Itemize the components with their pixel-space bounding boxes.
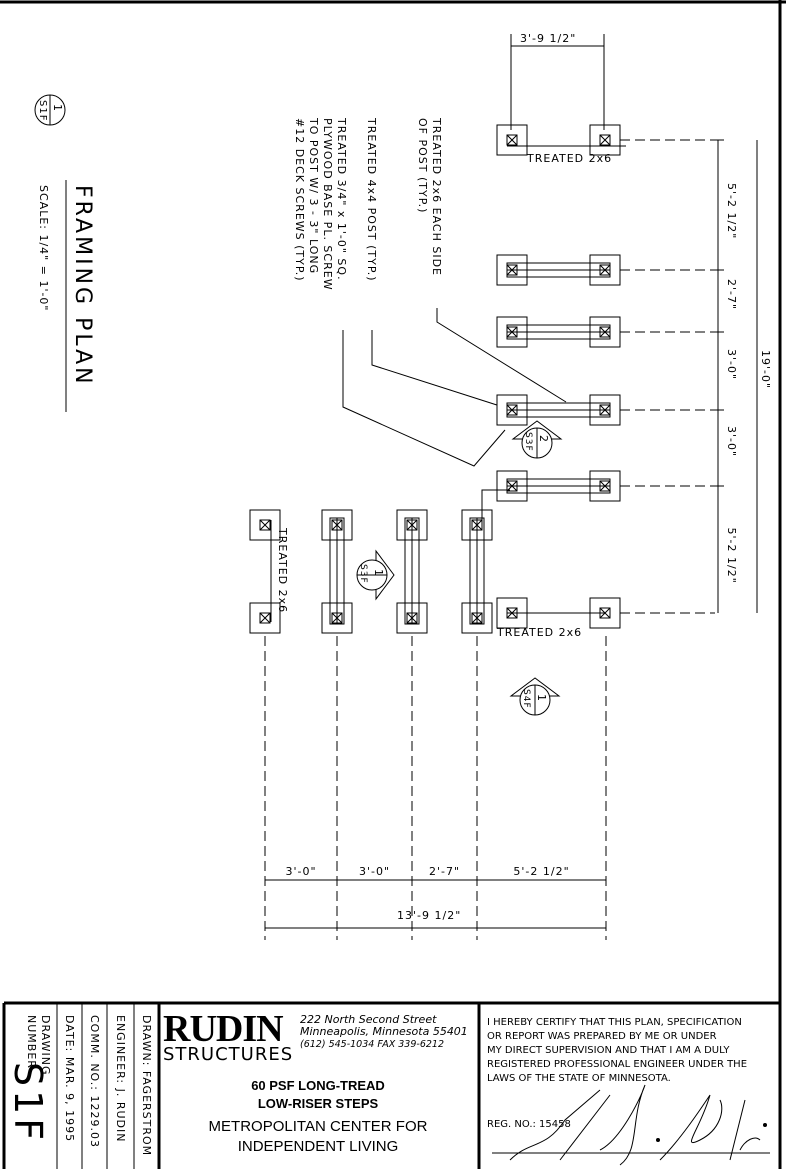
- drawing-title: FRAMING PLAN: [70, 185, 95, 387]
- post-4x4: [259, 519, 271, 531]
- svg-text:LAWS OF THE STATE OF MINNESOTA: LAWS OF THE STATE OF MINNESOTA.: [487, 1073, 671, 1084]
- comm-no-field: COMM. NO.: 1229.03: [88, 1015, 101, 1148]
- svg-text:2: 2: [537, 435, 550, 443]
- svg-text:NUMBER: NUMBER: [25, 1015, 38, 1069]
- drawing-scale: SCALE: 1/4" = 1'-0": [37, 185, 50, 312]
- post-4x4: [599, 134, 611, 146]
- tread-row: [496, 316, 715, 348]
- dimension-label: 2'-7": [429, 865, 460, 878]
- tread-row: [496, 470, 715, 502]
- post-x-icon: [259, 612, 271, 624]
- svg-text:TREATED 2x6 EACH SIDE: TREATED 2x6 EACH SIDE: [430, 117, 443, 276]
- svg-text:S3F: S3F: [358, 564, 368, 584]
- dimension-label: 3'-0": [359, 865, 390, 878]
- section-marker-s3f-1: 1 S3F: [356, 549, 395, 601]
- svg-text:19'-0": 19'-0": [759, 350, 772, 389]
- note-2x6-each-side: TREATED 2x6 EACH SIDE OF POST (TYP.): [416, 117, 567, 403]
- note-plywood-base: TREATED 3/4" x 1'-0" SQ. PLYWOOD BASE PL…: [293, 117, 506, 467]
- svg-text:LOW-RISER STEPS: LOW-RISER STEPS: [258, 1096, 379, 1111]
- dimension-bottom: 13'-9 1/2" 3'-0" 3'-0" 2'-7" 5'-2 1/2": [265, 865, 606, 929]
- svg-text:S1F: S1F: [37, 100, 48, 121]
- step-column: [249, 509, 281, 940]
- drawn-field: DRAWN: FAGERSTROM: [140, 1015, 153, 1156]
- step-column: [396, 509, 428, 940]
- board-label-left: TREATED 2x6: [276, 527, 289, 613]
- 2x6-return: [481, 489, 510, 520]
- step-columns: [249, 489, 607, 940]
- post-x-icon: [259, 519, 271, 531]
- svg-text:METROPOLITAN CENTER FOR: METROPOLITAN CENTER FOR: [209, 1118, 428, 1135]
- step-column: [461, 509, 493, 940]
- date-field: DATE: MAR. 9, 1995: [63, 1015, 76, 1142]
- company-logo: RUDIN STRUCTURES: [163, 1008, 293, 1065]
- engineer-field: ENGINEER: J. RUDIN: [114, 1015, 127, 1142]
- plywood-base-plate: [249, 509, 281, 541]
- board-label-top: TREATED 2x6: [526, 152, 612, 165]
- svg-text:Minneapolis, Minnesota 55401: Minneapolis, Minnesota 55401: [300, 1025, 468, 1038]
- post-x-icon: [506, 134, 518, 146]
- detail-marker: 1 S1F: [34, 94, 66, 126]
- dimension-label: 2'-7": [725, 279, 738, 310]
- post-x-icon: [599, 134, 611, 146]
- svg-text:1: 1: [51, 104, 64, 112]
- engineer-signature: [492, 1084, 770, 1166]
- tread-row: [496, 254, 715, 286]
- engineer-certification: I HEREBY CERTIFY THAT THIS PLAN, SPECIFI…: [487, 1017, 747, 1130]
- svg-text:OR REPORT WAS PREPARED BY ME O: OR REPORT WAS PREPARED BY ME OR UNDER: [487, 1031, 717, 1042]
- svg-text:1: 1: [372, 569, 385, 577]
- svg-text:S4F: S4F: [521, 689, 531, 709]
- svg-text:RUDIN: RUDIN: [163, 1008, 283, 1050]
- drawing-number-cell: DRAWING NUMBER S1F: [6, 1015, 52, 1144]
- tread-rows: [496, 124, 715, 629]
- post-4x4: [506, 134, 518, 146]
- svg-text:DRAWING: DRAWING: [39, 1015, 52, 1075]
- note-4x4-post: TREATED 4x4 POST (TYP.): [365, 117, 501, 407]
- section-marker-s4f-1: 1 S4F: [509, 677, 561, 716]
- svg-text:3'-9 1/2": 3'-9 1/2": [520, 32, 576, 45]
- company-address: 222 North Second Street Minneapolis, Min…: [300, 1013, 468, 1050]
- plywood-base-plate: [249, 602, 281, 634]
- svg-text:REGISTERED PROFESSIONAL ENGINE: REGISTERED PROFESSIONAL ENGINEER UNDER T…: [487, 1059, 747, 1070]
- dimension-top: 3'-9 1/2": [510, 32, 605, 130]
- svg-text:MY DIRECT SUPERVISION AND THAT: MY DIRECT SUPERVISION AND THAT I AM A DU…: [487, 1045, 730, 1056]
- dimension-label: 5'-2 1/2": [725, 528, 738, 584]
- svg-text:S3F: S3F: [523, 432, 533, 452]
- post-4x4: [259, 612, 271, 624]
- svg-text:STRUCTURES: STRUCTURES: [163, 1044, 293, 1065]
- dimension-right: 19'-0" 5'-2 1/2" 2'-7" 3'-0" 3'-0" 5'-2 1/2": [712, 139, 772, 613]
- svg-text:#12 DECK SCREWS (TYP.): #12 DECK SCREWS (TYP.): [293, 118, 306, 282]
- dimension-label: 5'-2 1/2": [513, 865, 569, 878]
- project-title: 60 PSF LONG-TREAD LOW-RISER STEPS METROP…: [209, 1078, 428, 1155]
- dimension-label: 5'-2 1/2": [725, 183, 738, 239]
- svg-text:TO POST W/ 3 - 3" LONG: TO POST W/ 3 - 3" LONG: [307, 117, 320, 274]
- svg-text:60 PSF LONG-TREAD: 60 PSF LONG-TREAD: [251, 1078, 385, 1093]
- svg-text:REG. NO.: 15458: REG. NO.: 15458: [487, 1119, 571, 1130]
- svg-text:INDEPENDENT LIVING: INDEPENDENT LIVING: [238, 1138, 399, 1155]
- board-label-bottom: TREATED 2x6: [496, 626, 582, 639]
- section-marker-s3f-2: 2 S3F: [511, 420, 563, 459]
- svg-text:222 North Second Street: 222 North Second Street: [300, 1013, 437, 1026]
- svg-text:13'-9 1/2": 13'-9 1/2": [397, 909, 461, 922]
- svg-text:TREATED 3/4" x 1'-0" SQ.: TREATED 3/4" x 1'-0" SQ.: [335, 117, 348, 281]
- svg-text:1: 1: [535, 694, 548, 702]
- tread-row: [496, 124, 715, 156]
- svg-text:(612) 545-1034 FAX 339-6212: (612) 545-1034 FAX 339-6212: [300, 1039, 444, 1050]
- svg-text:PLYWOOD BASE PL. SCREW: PLYWOOD BASE PL. SCREW: [321, 118, 334, 291]
- tread-row: [496, 394, 715, 426]
- svg-text:OF POST (TYP.): OF POST (TYP.): [416, 118, 429, 213]
- svg-text:TREATED 4x4 POST (TYP.): TREATED 4x4 POST (TYP.): [365, 117, 378, 282]
- dimension-label: 3'-0": [725, 426, 738, 457]
- svg-text:S1F: S1F: [6, 1062, 50, 1144]
- svg-text:I HEREBY CERTIFY THAT THIS PLA: I HEREBY CERTIFY THAT THIS PLAN, SPECIFI…: [487, 1017, 742, 1028]
- dimension-label: 3'-0": [285, 865, 316, 878]
- tread-row: [496, 597, 715, 629]
- dimension-label: 3'-0": [725, 349, 738, 380]
- step-column: [321, 509, 353, 940]
